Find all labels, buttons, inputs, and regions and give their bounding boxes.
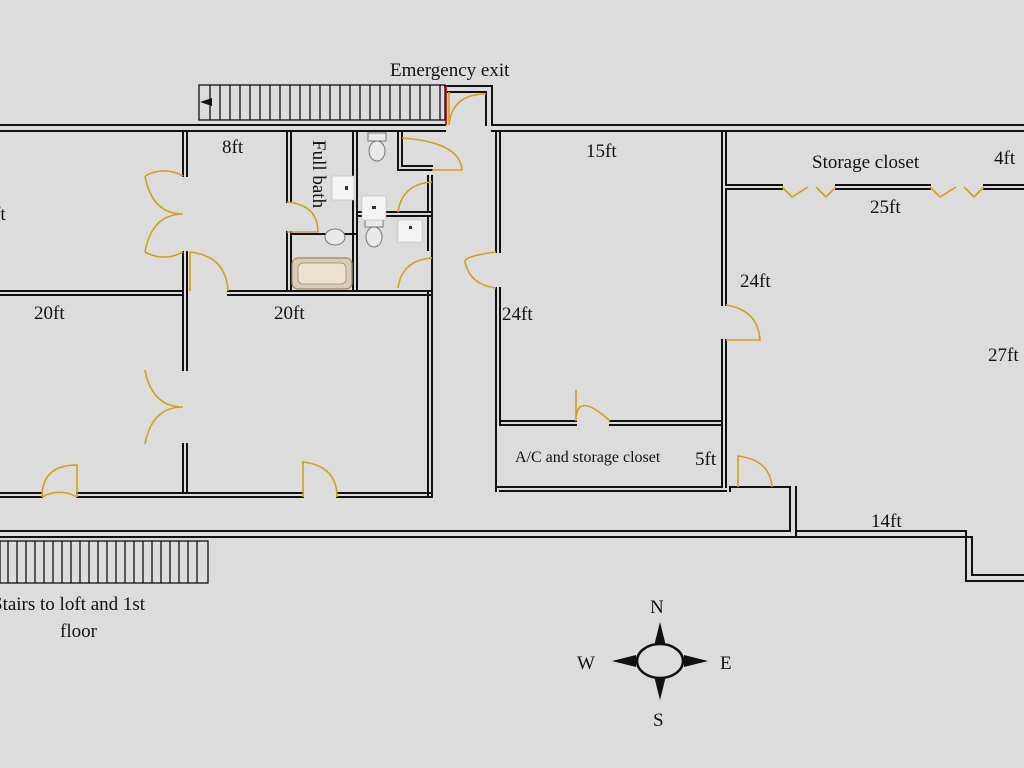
toilet-icon — [368, 140, 386, 162]
door-bath — [286, 201, 319, 233]
dim-room-b: 20ft — [34, 303, 65, 324]
dim-ac-5ft: 5ft — [695, 449, 717, 470]
ac-closet-label: A/C and storage closet — [515, 449, 661, 466]
sink-icon — [324, 228, 346, 246]
door-hall-room — [464, 251, 497, 289]
door-room-c-bottom — [302, 461, 338, 498]
door-closet-1 — [401, 137, 463, 171]
door-emergency-exit — [448, 92, 487, 126]
dim-room-15ft: 15ft — [586, 141, 617, 162]
dim-room-a: ft — [0, 204, 6, 225]
outlet-icon — [331, 175, 355, 201]
dim-room-c: 20ft — [274, 303, 305, 324]
interior-walls — [0, 130, 1024, 498]
door-west-lower — [144, 369, 184, 445]
storage-closet-label: Storage closet — [812, 152, 920, 173]
toilet-icon — [365, 226, 383, 248]
dim-south-14ft: 14ft — [871, 511, 902, 532]
door-closet-2 — [397, 181, 433, 213]
outer-walls — [0, 85, 1024, 582]
dim-closet-4ft: 4ft — [994, 148, 1016, 169]
door-storage-2 — [929, 186, 985, 199]
emergency-exit-label: Emergency exit — [390, 60, 510, 81]
compass-north: N — [650, 597, 664, 618]
stairs-label: Stairs to loft and 1st — [0, 594, 146, 615]
dim-closet-25ft: 25ft — [870, 197, 901, 218]
stairs-south — [0, 540, 209, 584]
compass-west: W — [577, 653, 595, 674]
door-ac-closet — [575, 390, 611, 422]
dim-room-24ft: 24ft — [740, 271, 771, 292]
stairs-north — [198, 84, 446, 121]
door-east-lower — [737, 455, 773, 488]
dim-east-27ft: 27ft — [988, 345, 1019, 366]
dim-hall-8ft: 8ft — [222, 137, 244, 158]
compass-east: E — [720, 653, 732, 674]
door-storage-1 — [781, 186, 837, 199]
door-closet-3 — [397, 257, 433, 289]
door-hall-8ft — [189, 251, 229, 292]
door-west-upper — [144, 170, 184, 258]
outlet-icon — [397, 219, 423, 243]
doors — [41, 92, 985, 498]
bath-fixtures — [291, 132, 423, 290]
stairs-label-line2: floor — [60, 621, 98, 642]
door-room-b-bottom — [41, 464, 78, 498]
dim-hall-24ft: 24ft — [502, 304, 533, 325]
compass-rose: N S W E — [577, 597, 732, 731]
full-bath-label: Full bath — [308, 140, 329, 209]
door-room-east — [725, 304, 761, 341]
compass-south: S — [653, 710, 664, 731]
